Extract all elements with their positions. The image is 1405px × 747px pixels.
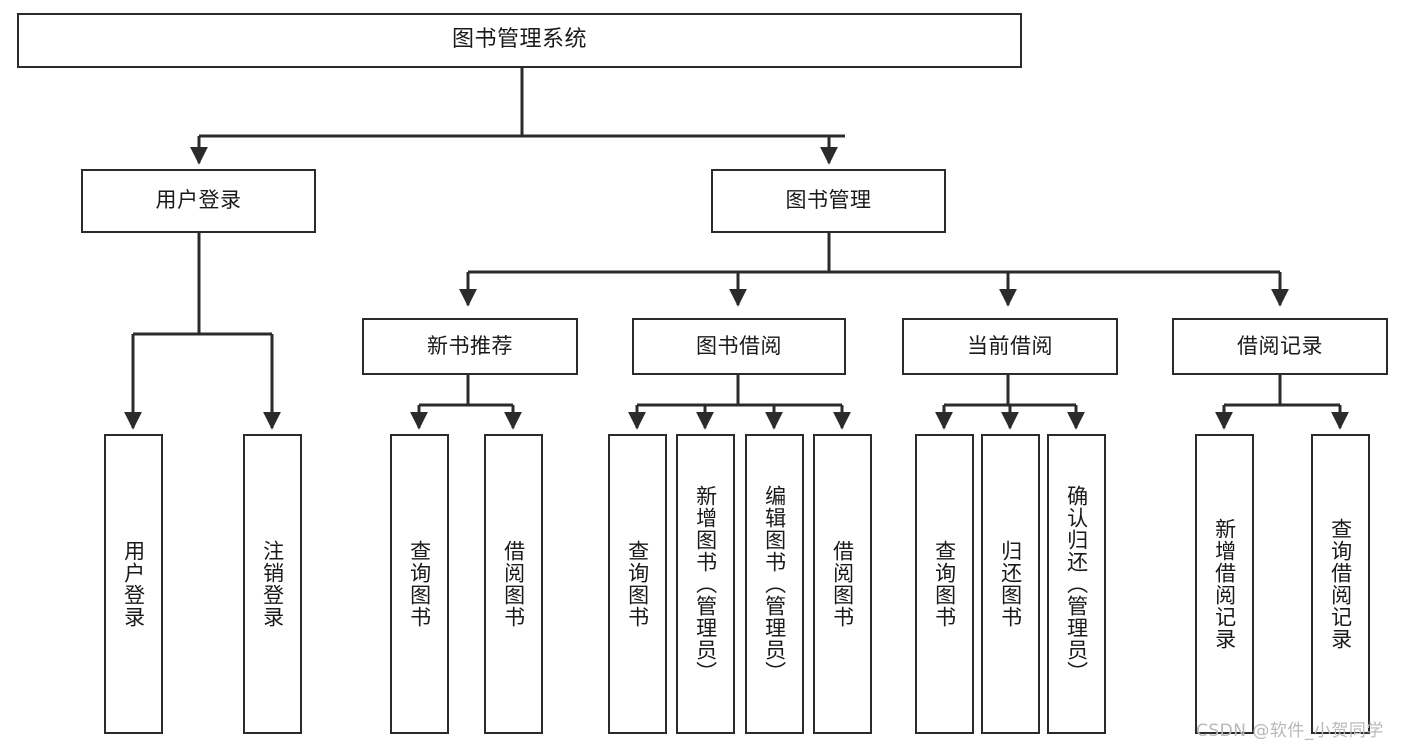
node-label: 查询图书 [407,540,432,628]
node-root-book-management-system[interactable]: 图书管理系统 [17,13,1022,68]
node-label: 图书管理 [785,188,872,213]
node-label: 查询借阅记录 [1328,518,1353,650]
node-leaf-current-confirm-return-admin[interactable]: 确认归还（管理员） [1047,434,1106,734]
node-label: 借阅图书 [501,540,526,628]
node-label: 用户登录 [121,540,146,628]
node-label: 确认归还（管理员） [1064,485,1089,683]
csdn-watermark: CSDN @软件_小贺同学 [1196,721,1384,741]
node-label: 注销登录 [260,540,285,628]
node-label: 归还图书 [998,540,1023,628]
node-borrowing-record[interactable]: 借阅记录 [1172,318,1388,375]
node-current-borrowing[interactable]: 当前借阅 [902,318,1118,375]
node-leaf-new-book-borrow[interactable]: 借阅图书 [484,434,543,734]
node-leaf-new-book-query[interactable]: 查询图书 [390,434,449,734]
node-label: 查询图书 [932,540,957,628]
node-label: 用户登录 [155,188,242,213]
node-new-book-recommendation[interactable]: 新书推荐 [362,318,578,375]
node-label: 借阅记录 [1237,333,1323,358]
node-leaf-current-query-book[interactable]: 查询图书 [915,434,974,734]
node-label: 借阅图书 [830,540,855,628]
node-book-borrowing[interactable]: 图书借阅 [632,318,846,375]
node-leaf-borrow-borrow-book[interactable]: 借阅图书 [813,434,872,734]
node-leaf-borrow-query-book[interactable]: 查询图书 [608,434,667,734]
node-leaf-user-login-signin[interactable]: 用户登录 [104,434,163,734]
node-label: 当前借阅 [967,333,1053,358]
node-user-login[interactable]: 用户登录 [81,169,316,233]
node-leaf-user-login-signout[interactable]: 注销登录 [243,434,302,734]
node-label: 新书推荐 [427,333,513,358]
node-label: 新增图书（管理员） [693,485,718,683]
node-leaf-record-add[interactable]: 新增借阅记录 [1195,434,1254,734]
node-leaf-borrow-edit-book-admin[interactable]: 编辑图书（管理员） [745,434,804,734]
node-leaf-current-return-book[interactable]: 归还图书 [981,434,1040,734]
node-book-management[interactable]: 图书管理 [711,169,946,233]
node-leaf-record-query[interactable]: 查询借阅记录 [1311,434,1370,734]
node-label: 查询图书 [625,540,650,628]
node-leaf-borrow-add-book-admin[interactable]: 新增图书（管理员） [676,434,735,734]
node-label: 新增借阅记录 [1212,518,1237,650]
node-label: 图书管理系统 [451,27,587,53]
node-label: 图书借阅 [696,333,782,358]
node-label: 编辑图书（管理员） [762,485,787,683]
